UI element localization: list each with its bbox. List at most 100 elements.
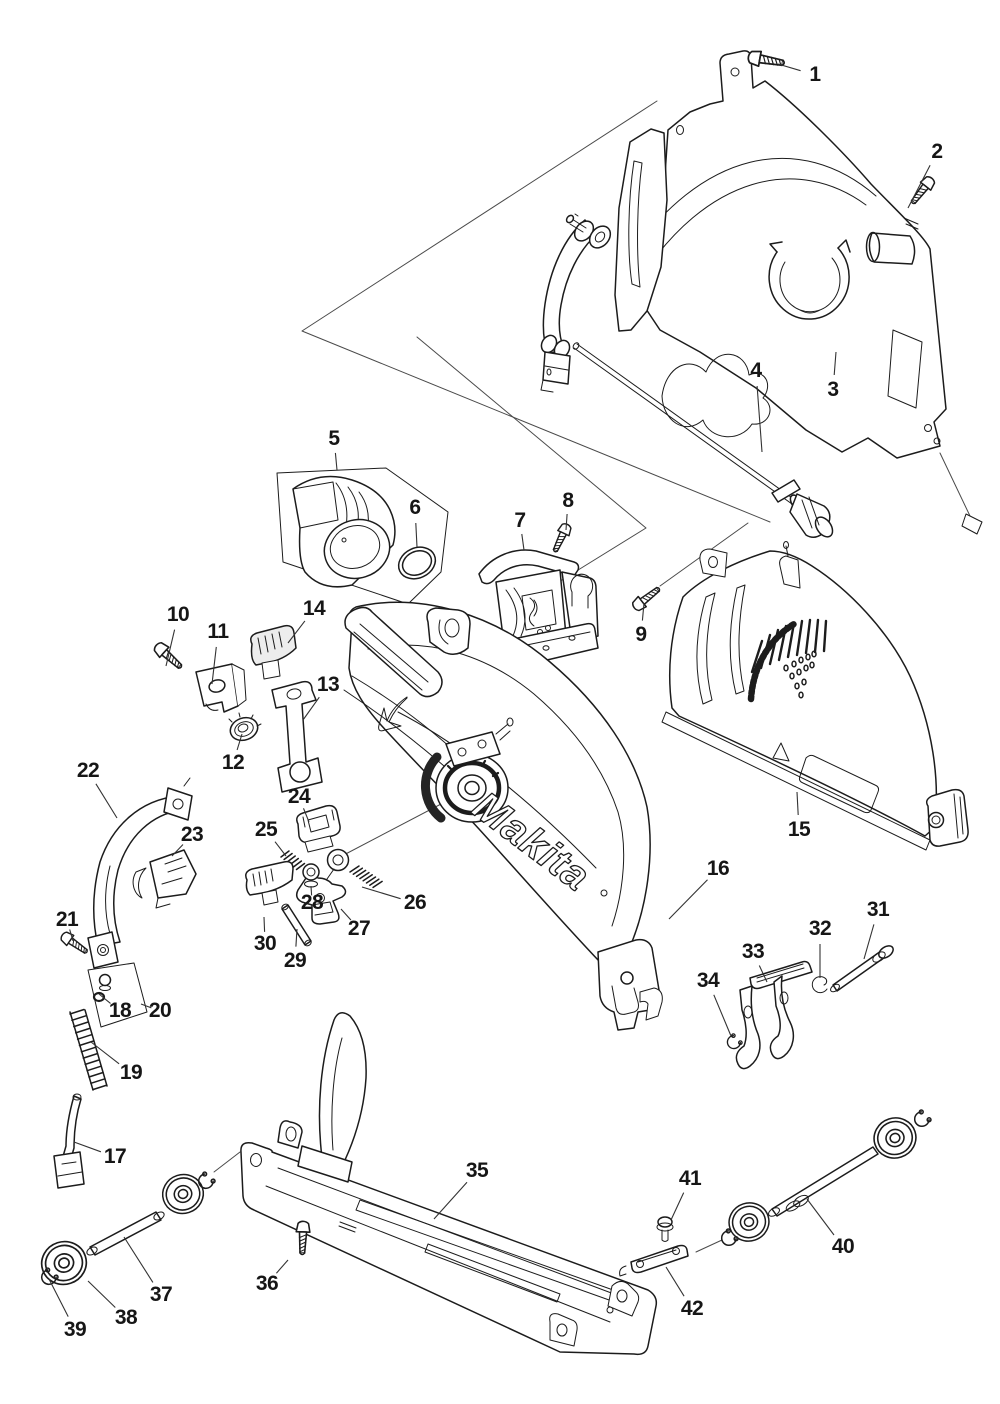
- leader-line-18: [98, 993, 111, 1004]
- part-label-10: 10: [166, 603, 190, 626]
- part-label-7: 7: [514, 509, 526, 532]
- part-label-20: 20: [148, 999, 172, 1022]
- pin-31: [830, 945, 894, 993]
- pin-29: [281, 903, 312, 947]
- leader-line-10: [165, 629, 176, 667]
- leader-line-2: [907, 165, 931, 209]
- leader-line-37: [123, 1236, 154, 1283]
- part-label-35: 35: [465, 1159, 489, 1182]
- part-label-22: 22: [76, 759, 100, 782]
- leader-line-16: [668, 879, 708, 920]
- base-plate-35: [240, 1012, 658, 1356]
- leader-line-31: [863, 924, 875, 960]
- leader-line-40: [806, 1198, 835, 1236]
- leader-line-34: [713, 994, 732, 1037]
- cover-knob: [925, 788, 969, 847]
- leader-line-20: [140, 1003, 152, 1009]
- hook-cluster-31-34: [723, 945, 894, 1070]
- part-label-28: 28: [300, 891, 324, 914]
- leader-line-6: [415, 522, 418, 548]
- part-label-12: 12: [221, 751, 245, 774]
- part-label-13: 13: [316, 673, 340, 696]
- part-label-37: 37: [149, 1283, 173, 1306]
- leader-line-29: [295, 928, 298, 947]
- axle-40: [771, 1146, 879, 1217]
- direction-arrow-icon: [378, 696, 408, 732]
- part-label-2: 2: [931, 140, 943, 163]
- leader-line-1: [777, 63, 801, 72]
- leader-line-15: [796, 791, 799, 816]
- leader-line-4: [756, 385, 763, 453]
- part-label-5: 5: [328, 427, 340, 450]
- leader-line-23: [171, 844, 184, 857]
- vent-holes: [783, 650, 817, 699]
- panel-cutout: [661, 353, 771, 438]
- part-label-16: 16: [706, 857, 730, 880]
- leader-line-12: [236, 733, 243, 751]
- leader-line-14: [287, 620, 306, 644]
- leader-line-5: [334, 452, 338, 471]
- part-label-33: 33: [741, 940, 765, 963]
- button-30: [245, 860, 294, 906]
- part-label-17: 17: [103, 1145, 127, 1168]
- lever-cluster-24-30: [245, 804, 383, 947]
- part-label-36: 36: [255, 1272, 279, 1295]
- part-label-23: 23: [180, 823, 204, 846]
- part-label-29: 29: [283, 949, 307, 972]
- latch-23: [132, 849, 197, 909]
- axle-37: [89, 1211, 162, 1256]
- leader-line-30: [263, 916, 266, 932]
- dust-nozzle-box: [276, 467, 449, 605]
- part-label-14: 14: [302, 597, 326, 620]
- leader-line-24: [302, 808, 310, 823]
- leader-line-42: [665, 1266, 685, 1297]
- spring-19: [69, 1008, 108, 1091]
- part-label-11: 11: [207, 620, 229, 643]
- part-label-3: 3: [827, 378, 839, 401]
- leader-line-7: [521, 533, 525, 551]
- part-label-31: 31: [866, 898, 890, 921]
- part-label-15: 15: [787, 818, 811, 841]
- part-label-34: 34: [696, 969, 720, 992]
- part-label-6: 6: [409, 496, 421, 519]
- screw-28: [302, 863, 320, 888]
- part-label-4: 4: [750, 359, 762, 382]
- part-label-32: 32: [808, 917, 832, 940]
- part-label-42: 42: [680, 1297, 704, 1320]
- vent-slats: [750, 618, 828, 674]
- coil-washer-32: [811, 976, 828, 994]
- leader-line-9: [641, 602, 645, 621]
- depth-rod: [572, 342, 834, 538]
- grommet-12: [228, 712, 262, 742]
- guide-arm: [540, 213, 612, 393]
- leader-line-33: [758, 965, 768, 983]
- part-label-21: 21: [55, 908, 79, 931]
- part-label-19: 19: [119, 1061, 143, 1084]
- small-parts-10-14: [150, 624, 323, 793]
- leader-line-21: [69, 929, 74, 942]
- lock-knob-24: [296, 804, 341, 853]
- arm-22-cluster: [53, 777, 197, 1189]
- bolt-41: [656, 1216, 674, 1242]
- pivot-hub: [421, 717, 514, 823]
- curved-arm-22: [87, 777, 193, 969]
- part-label-1: 1: [809, 63, 821, 86]
- leader-line-41: [670, 1192, 685, 1221]
- part-label-24: 24: [287, 785, 311, 808]
- panel-hole: [730, 67, 740, 77]
- dust-nozzle-elbow: [292, 475, 396, 588]
- pin-box-20: [87, 962, 148, 1028]
- leader-line-28: [310, 885, 313, 896]
- hook-bracket-33: [735, 960, 813, 1070]
- part-label-18: 18: [108, 999, 132, 1022]
- part-label-26: 26: [403, 891, 427, 914]
- roller-set-right: [619, 1108, 933, 1277]
- part-label-27: 27: [347, 917, 371, 940]
- part-label-40: 40: [831, 1235, 855, 1258]
- leader-line-17: [73, 1141, 102, 1153]
- spring-26: [349, 865, 383, 889]
